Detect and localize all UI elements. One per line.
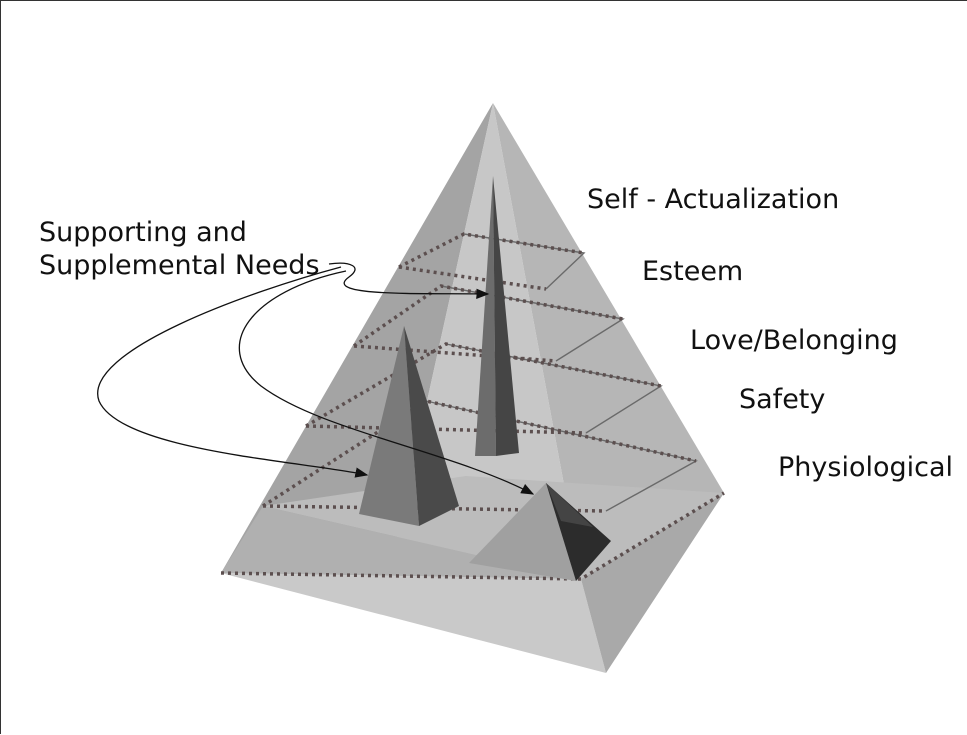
tall-spire-right xyxy=(493,176,519,456)
medium-spire xyxy=(359,326,459,526)
dotted-level-5 xyxy=(220,491,725,581)
dotted-level-4 xyxy=(262,399,697,508)
callout-label-line1: Supporting and xyxy=(39,217,247,248)
pyramid-left-face xyxy=(221,103,493,573)
dotted-level-4b xyxy=(262,504,607,513)
small-pyramid-shade xyxy=(546,483,593,527)
arrow-to-tall-spire xyxy=(328,262,490,300)
callout-arrows xyxy=(97,262,535,495)
small-pyramid-left xyxy=(469,483,576,581)
dotted-level-2 xyxy=(353,284,624,348)
ridge-safety xyxy=(445,343,663,434)
level-label-physiological: Physiological xyxy=(778,452,954,483)
medium-spire-right xyxy=(404,326,459,526)
arrow-to-medium-spire xyxy=(97,266,369,478)
tall-spire xyxy=(475,176,519,456)
callout-label-line2: Supplemental Needs xyxy=(39,250,320,281)
base-front-band xyxy=(221,573,606,673)
dotted-level-3 xyxy=(305,342,662,428)
level-label-self-actualization: Self - Actualization xyxy=(587,184,840,215)
level-label-safety: Safety xyxy=(739,384,826,415)
dotted-level-3b xyxy=(305,424,587,435)
arrow-to-small-pyramid xyxy=(238,270,535,495)
level-dotted-lines xyxy=(220,232,725,581)
medium-spire-left xyxy=(359,326,419,526)
base-right-band xyxy=(581,493,724,673)
level-label-esteem: Esteem xyxy=(642,256,744,287)
level-label-love-belonging: Love/Belonging xyxy=(690,325,898,356)
dotted-level-1 xyxy=(398,232,585,269)
tall-spire-left xyxy=(475,176,496,456)
pyramid-right-face xyxy=(493,103,724,576)
small-pyramid xyxy=(469,483,611,581)
